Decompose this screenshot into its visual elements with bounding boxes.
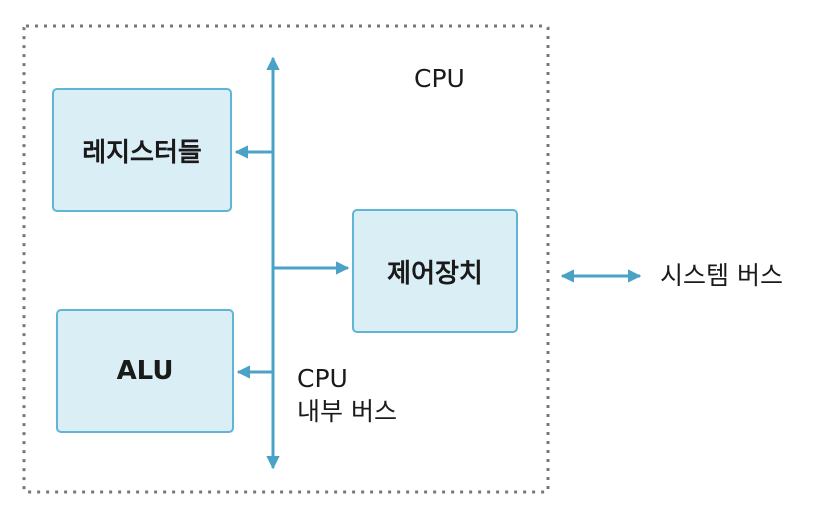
registers-label: 레지스터들 (82, 137, 202, 168)
internal-bus-label-line2: 내부 버스 (297, 397, 397, 426)
system-bus-label: 시스템 버스 (660, 261, 783, 290)
alu-box: ALU (56, 309, 234, 433)
cpu-title: CPU (414, 64, 465, 93)
registers-box: 레지스터들 (52, 88, 232, 212)
alu-label: ALU (116, 356, 174, 386)
control-unit-label: 제어장치 (387, 258, 483, 289)
internal-bus-label-line1: CPU (297, 364, 348, 393)
control-unit-box: 제어장치 (352, 209, 518, 333)
